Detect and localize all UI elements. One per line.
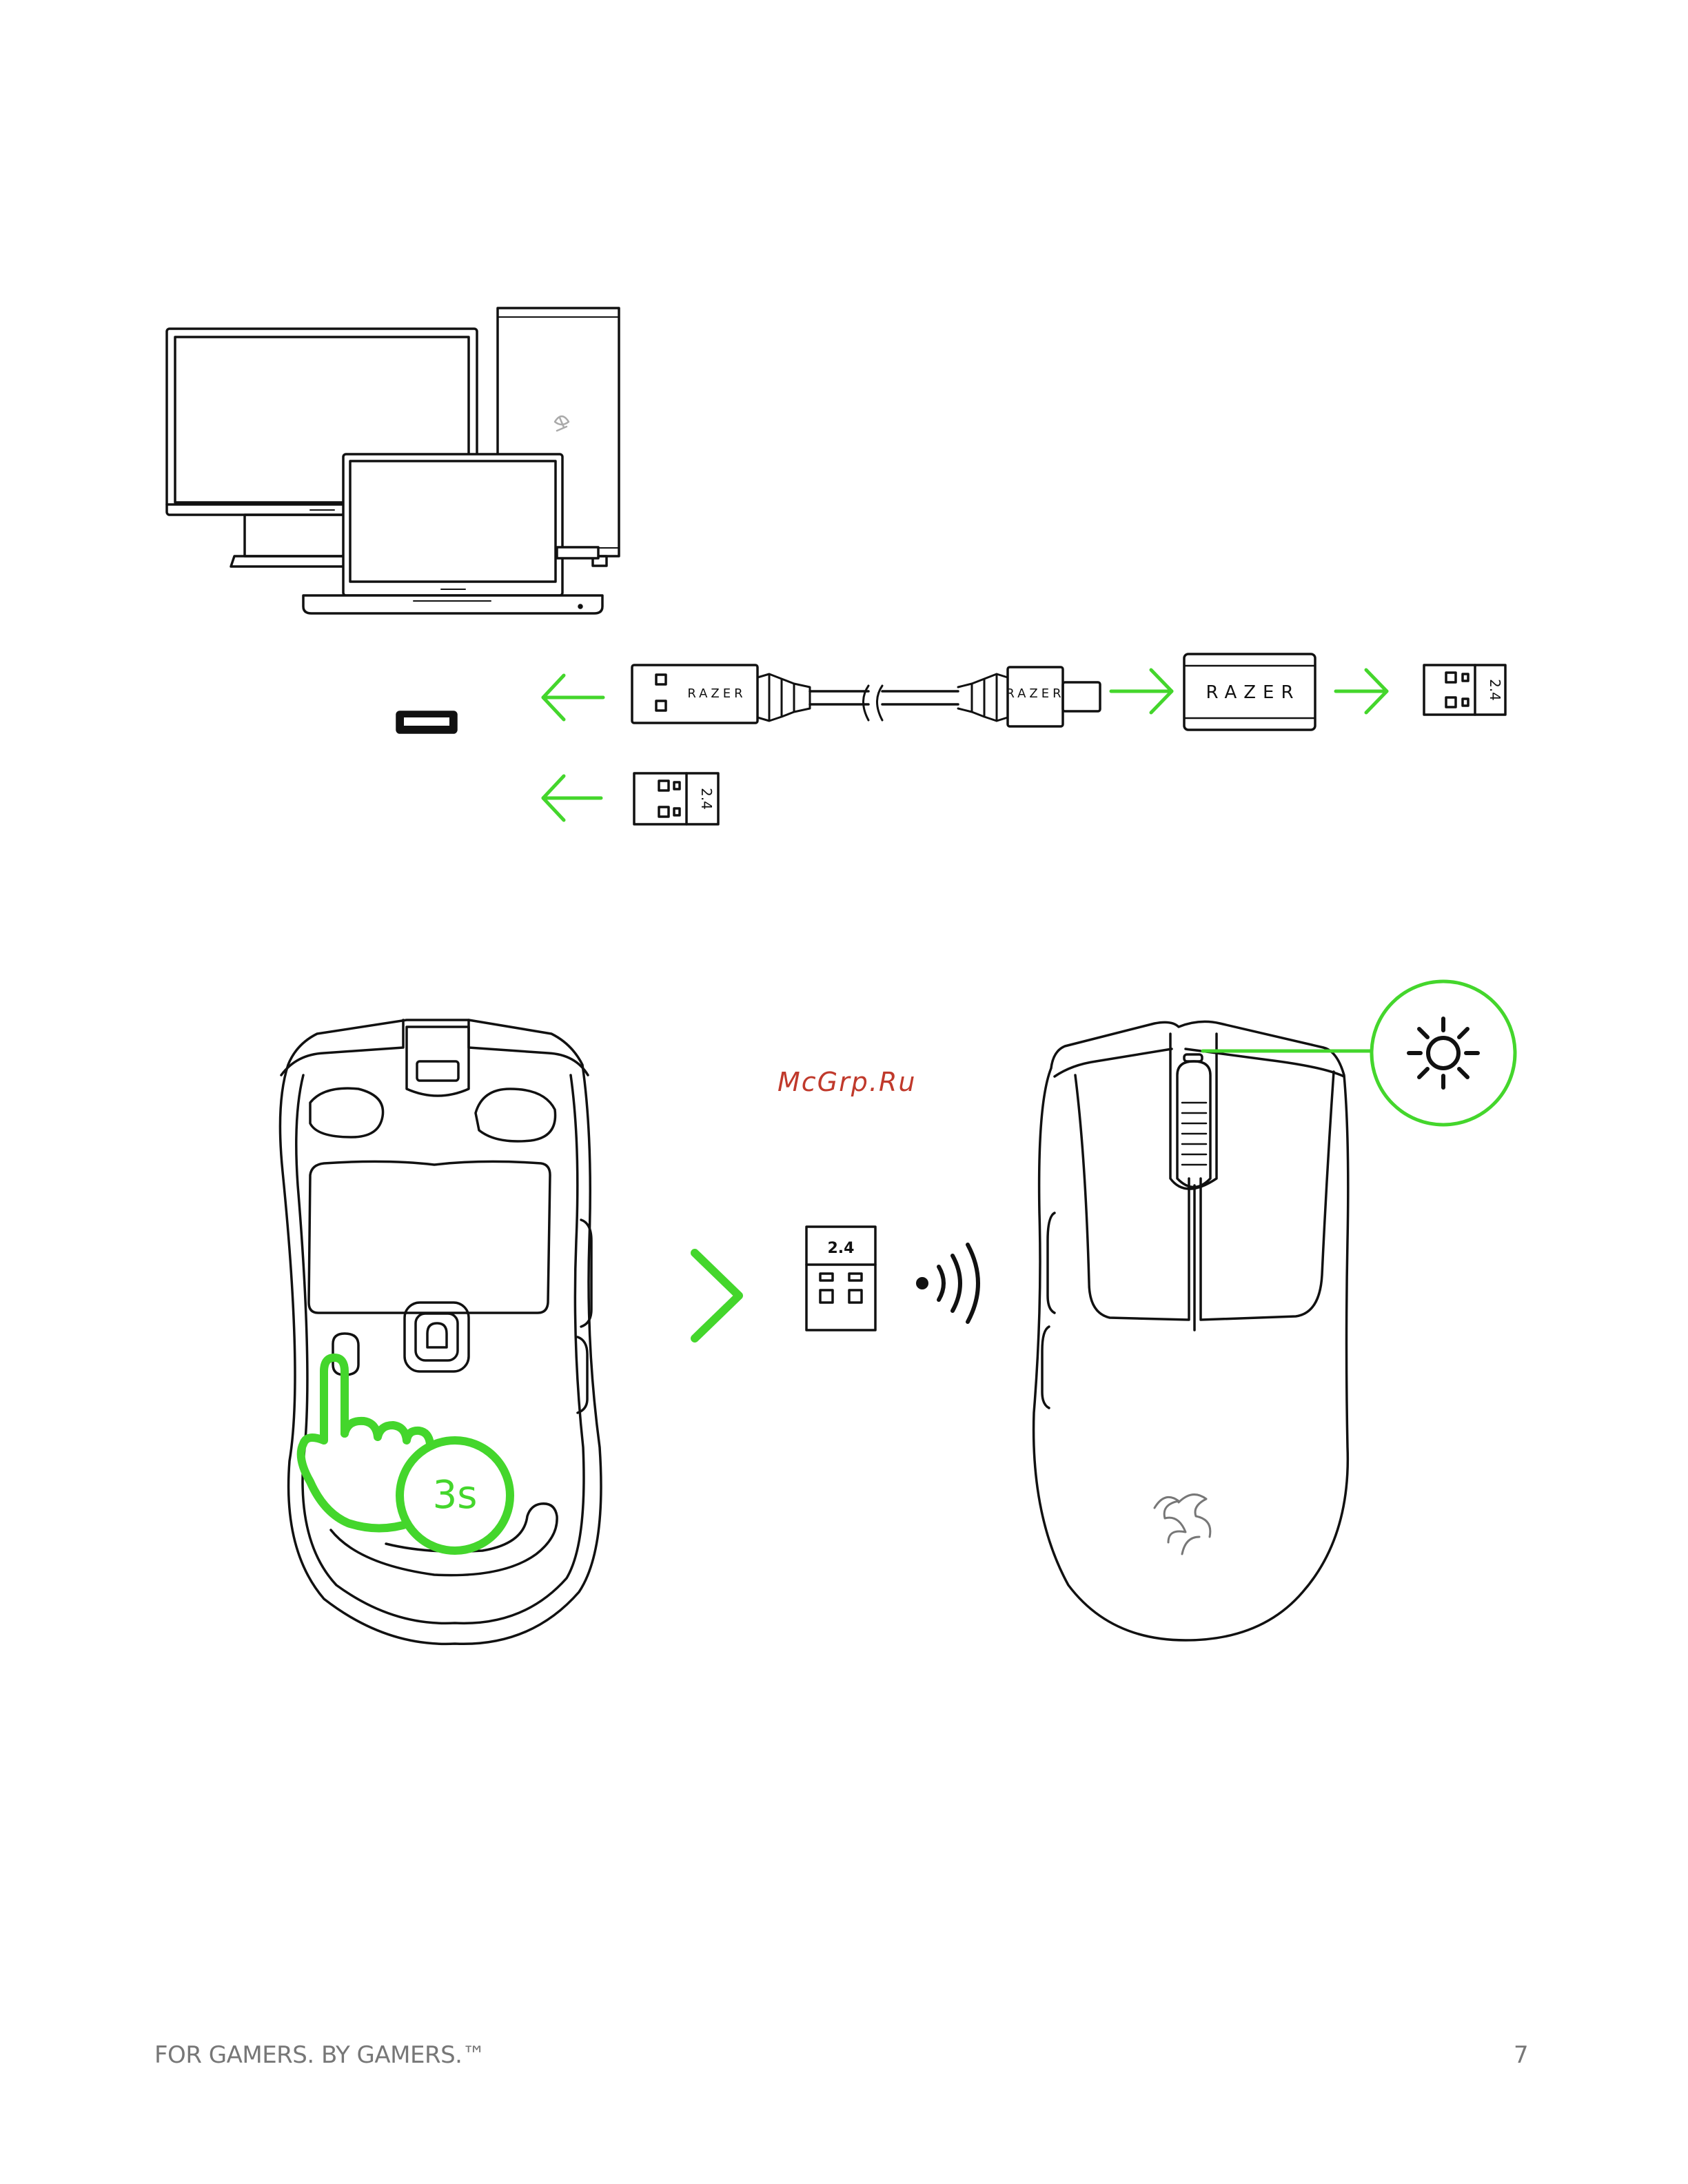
laptop-icon: [303, 454, 602, 613]
arrow-left-icon: [543, 675, 603, 720]
hold-duration-label: 3s: [433, 1473, 478, 1518]
dongle-label: 2.4: [828, 1240, 855, 1257]
hand-press-icon: [301, 1358, 510, 1551]
arrow-right-icon: [1111, 670, 1172, 713]
watermark-text: McGrp.Ru: [777, 1067, 916, 1097]
cable-logo-text: RAZER: [1006, 686, 1064, 701]
usb-port-icon: [397, 712, 456, 733]
led-light-icon: [1203, 981, 1515, 1125]
chevron-right-icon: [695, 1253, 739, 1338]
footer-slogan: FOR GAMERS. BY GAMERS.™: [154, 2041, 485, 2069]
arrow-right-icon: [1336, 670, 1387, 713]
mouse-icon: [1034, 1021, 1348, 1640]
arrow-left-icon: [543, 776, 601, 820]
cable-logo-text: RAZER: [687, 686, 746, 701]
wireless-signal-icon: [918, 1245, 978, 1322]
dongle-label: 2.4: [1487, 679, 1503, 701]
page-number: 7: [1514, 2041, 1529, 2069]
dongle-label: 2.4: [698, 788, 715, 810]
adapter-logo-text: RAZER: [1206, 682, 1300, 703]
